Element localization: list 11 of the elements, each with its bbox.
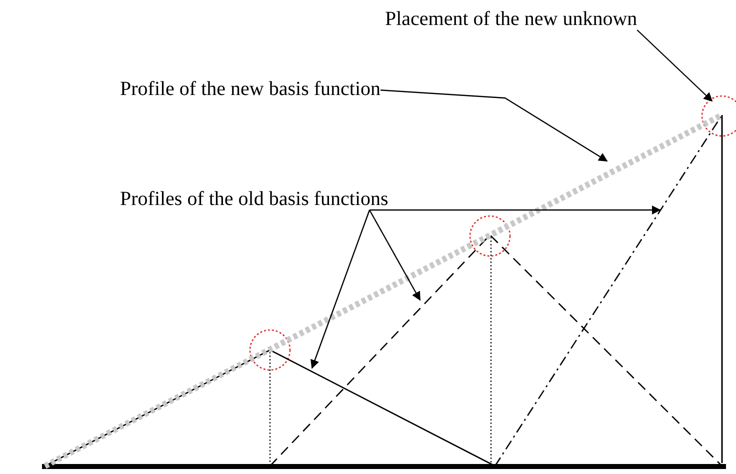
leader-arrow: [310, 210, 370, 369]
leader-arrow: [369, 210, 421, 301]
leader-arrow: [636, 30, 713, 102]
leader-arrow: [370, 206, 661, 214]
callout-text: Profiles of the old basis functions: [120, 188, 388, 210]
dash-dot-profile-line: [494, 114, 723, 466]
callout-text: Placement of the new unknown: [385, 8, 638, 30]
leader-arrow: [380, 90, 608, 162]
callout-text: Profile of the new basis function: [120, 78, 380, 100]
dashed-profile-line: [270, 234, 722, 466]
dotted-profile-line: [44, 112, 724, 469]
